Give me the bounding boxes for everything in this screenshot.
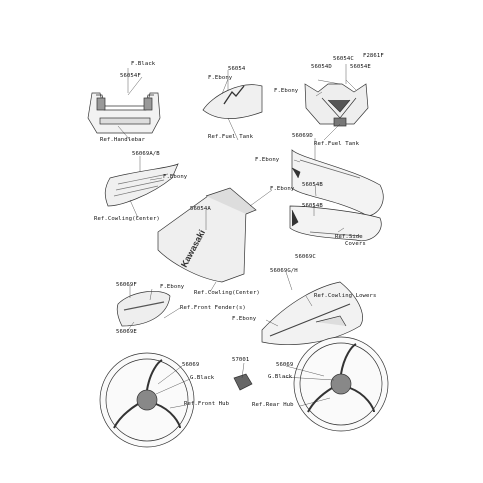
label-part-56054d: 56054D — [311, 64, 332, 70]
label-ref-cowling-center-2: Ref.Cowling(Center) — [194, 290, 260, 296]
label-f-ebony-a: F.Ebony — [270, 186, 295, 192]
label-ref-side-covers-2: Covers — [345, 241, 366, 247]
label-ref-fuel-tank-2: Ref.Fuel Tank — [314, 141, 360, 147]
label-ref-rear-hub: Ref.Rear Hub — [252, 402, 294, 408]
fuel-tank-decal-small — [202, 84, 263, 119]
label-part-56054e: 56054E — [350, 64, 371, 70]
label-ref-front-hub: Ref.Front Hub — [184, 401, 230, 407]
rear-wheel — [293, 336, 389, 432]
label-f-ebony-tank: F.Ebony — [208, 75, 233, 81]
cowling-kawasaki-panel: Kawasaki — [157, 187, 257, 283]
label-part-56054: 56054 — [228, 66, 246, 72]
label-ref-fuel-tank-1: Ref.Fuel Tank — [208, 134, 254, 140]
label-part-57001: 57001 — [232, 357, 250, 363]
handlebar-decal — [87, 92, 161, 134]
label-f-ebony-lower: F.Ebony — [232, 316, 257, 322]
label-f-black-handlebar: F.Black — [131, 61, 156, 67]
diagram-code: F2861F — [363, 53, 384, 59]
label-part-56069ab: 56069A/B — [132, 151, 160, 157]
label-f-ebony-ab: F.Ebony — [163, 174, 188, 180]
cowling-center-decal — [104, 163, 179, 207]
label-part-56054f: 56054F — [120, 73, 141, 79]
leader-lines — [117, 64, 357, 409]
label-part-56069c: 56069C — [295, 254, 316, 260]
label-g-black-rear: G.Black — [268, 374, 293, 380]
label-part-56069-rear: 56069 — [276, 362, 294, 368]
label-part-56069f: 56069F — [116, 282, 137, 288]
label-part-56069gh: 56069G/H — [270, 268, 298, 274]
label-ref-side-covers-1: Ref.Side — [335, 234, 363, 240]
label-part-56054b-2: 56054B — [302, 203, 323, 209]
side-cover-decal-top — [291, 149, 384, 217]
label-g-black-front: G.Black — [190, 375, 215, 381]
label-ref-handlebar: Ref.Handlebar — [100, 137, 146, 143]
front-wheel — [99, 352, 195, 448]
label-part-56069e: 56069E — [116, 329, 137, 335]
front-fender-decal — [116, 290, 171, 327]
label-part-56069-front: 56069 — [182, 362, 200, 368]
label-f-ebony-side: F.Ebony — [255, 157, 280, 163]
label-part-56069d: 56069D — [292, 133, 313, 139]
label-ref-cowling-center-1: Ref.Cowling(Center) — [94, 216, 160, 222]
cowling-lower-decal — [261, 281, 363, 345]
label-part-56054b-1: 56054B — [302, 182, 323, 188]
clip-57001 — [233, 373, 253, 391]
fuel-tank-decal-center — [304, 83, 369, 127]
label-ref-front-fender: Ref.Front Fender(s) — [180, 305, 246, 311]
label-f-ebony-tank-2: F.Ebony — [274, 88, 299, 94]
label-f-ebony-fender: F.Ebony — [160, 284, 185, 290]
label-part-56054c: 56054C — [333, 56, 354, 62]
label-ref-cowling-lowers: Ref.Cowling Lowers — [314, 293, 377, 299]
side-cover-decal-bottom — [289, 205, 382, 242]
label-part-56054a: 56054A — [190, 206, 211, 212]
